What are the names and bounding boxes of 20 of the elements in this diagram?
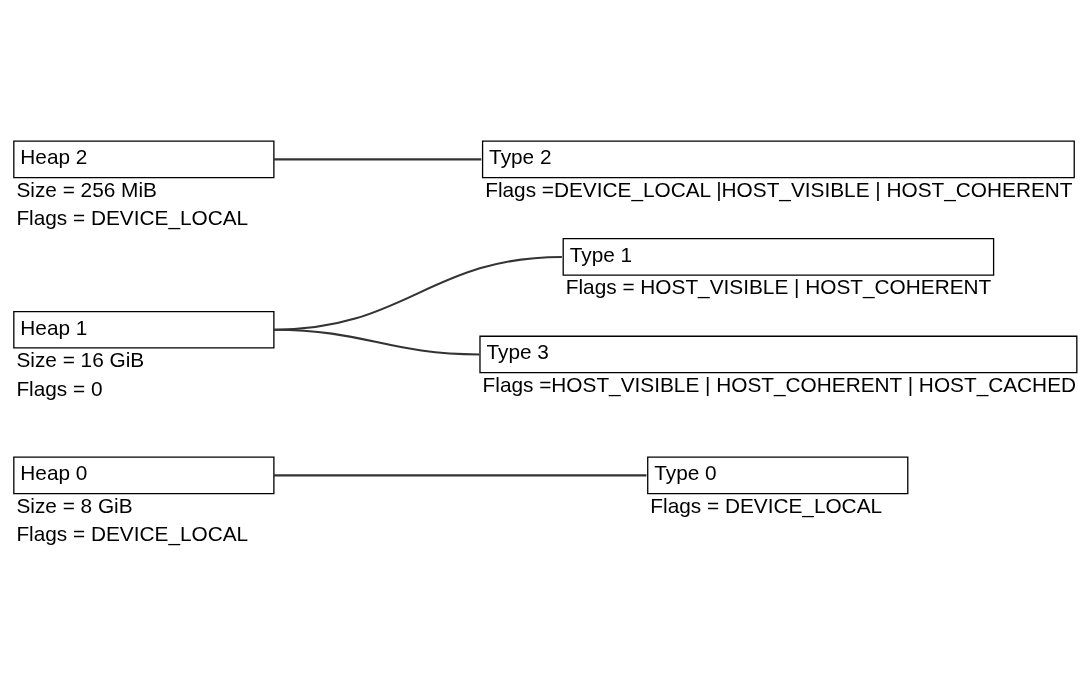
node-label: Flags = DEVICE_LOCAL (16, 522, 249, 546)
node-label: Flags =HOST_VISIBLE | HOST_COHERENT | HOST_CACHED (482, 372, 1077, 396)
connector (273, 474, 647, 477)
connector (273, 328, 480, 356)
node-label: Size = 16 GiB (16, 348, 145, 372)
node-box: Type 2 (481, 140, 1075, 179)
node-label: Size = 256 MiB (16, 177, 157, 201)
node-label: Flags = 0 (16, 376, 103, 400)
node-label: Size = 8 GiB (16, 493, 133, 517)
node-label: Flags =DEVICE_LOCAL |HOST_VISIBLE | HOST_COHERENT (485, 177, 1073, 201)
node-label: Flags = HOST_VISIBLE | HOST_COHERENT (565, 275, 992, 299)
node-box: Heap 2 (13, 140, 275, 179)
node-label: Flags = DEVICE_LOCAL (650, 493, 883, 517)
node-box: Type 0 (647, 456, 909, 495)
node-box: Heap 0 (13, 456, 275, 495)
node-box: Type 1 (562, 238, 995, 276)
node-label: Flags = DEVICE_LOCAL (16, 206, 249, 230)
connector (273, 158, 482, 161)
node-box: Heap 1 (13, 310, 275, 349)
node-box: Type 3 (479, 335, 1078, 374)
